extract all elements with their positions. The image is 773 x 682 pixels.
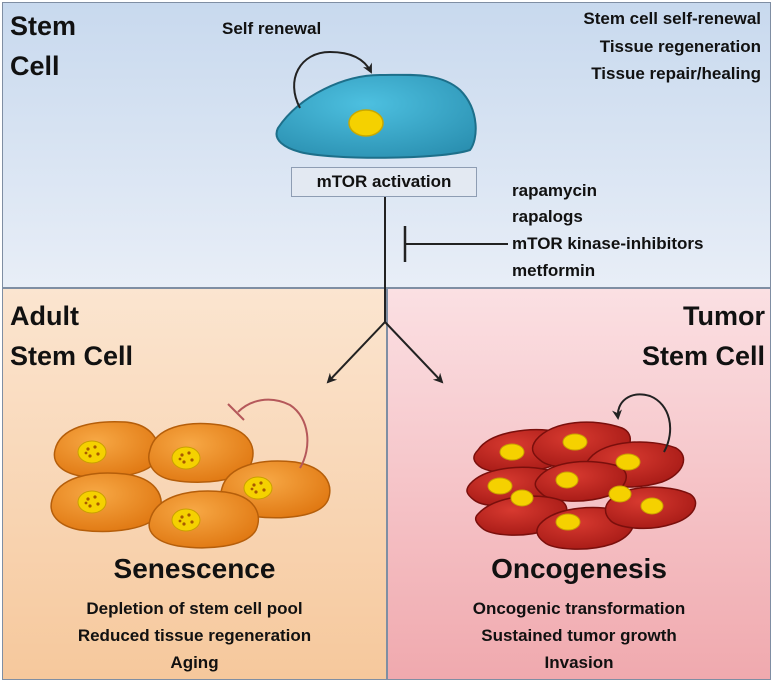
adult-title-line2: Stem Cell: [10, 341, 134, 371]
mtor-activation-box: mTOR activation: [291, 167, 477, 197]
inhibitor-rapalogs: rapalogs: [512, 207, 583, 226]
oncogenesis-effect-2: Sustained tumor growth: [481, 626, 677, 645]
function-item-3: Tissue repair/healing: [591, 64, 761, 83]
self-renewal-label: Self renewal: [222, 19, 322, 38]
arrow-to-tumor: [384, 321, 444, 384]
adult-title-line1: Adult: [10, 301, 79, 331]
senescent-nuclei: [77, 440, 273, 532]
tumor-cells-icon: [466, 421, 697, 550]
stem-cell-title-line2: Cell: [10, 51, 60, 81]
senescent-nucleus-dots: [84, 445, 266, 526]
senescence-inhibition-arc: [227, 398, 309, 469]
tumor-title-line2: Stem Cell: [641, 341, 765, 371]
oncogenesis-effect-1: Oncogenic transformation: [472, 599, 686, 618]
oncogenesis-effect-3: Invasion: [544, 653, 614, 672]
senescence-effect-2: Reduced tissue regeneration: [77, 626, 312, 645]
inhibitor-metformin: metformin: [512, 261, 596, 280]
inhibitor-mtor-kinase: mTOR kinase-inhibitors: [512, 234, 704, 253]
inhibitor-rapamycin: rapamycin: [512, 181, 598, 200]
function-item-1: Stem cell self-renewal: [583, 9, 761, 28]
tumor-nuclei: [487, 433, 664, 531]
senescence-heading: Senescence: [113, 553, 276, 584]
senescence-effect-1: Depletion of stem cell pool: [86, 599, 303, 618]
stem-cell-icon: [275, 73, 477, 159]
tumor-title-line1: Tumor: [683, 301, 765, 331]
self-renewal-arrow: [293, 50, 372, 109]
senescence-effect-3: Aging: [170, 653, 219, 672]
tumor-self-renewal-arrow: [612, 393, 672, 453]
inhibition-symbol: [403, 226, 508, 262]
arrow-to-adult: [326, 321, 386, 384]
stem-cell-title-line1: Stem: [10, 11, 77, 41]
oncogenesis-heading: Oncogenesis: [491, 553, 667, 584]
function-item-2: Tissue regeneration: [599, 37, 761, 56]
